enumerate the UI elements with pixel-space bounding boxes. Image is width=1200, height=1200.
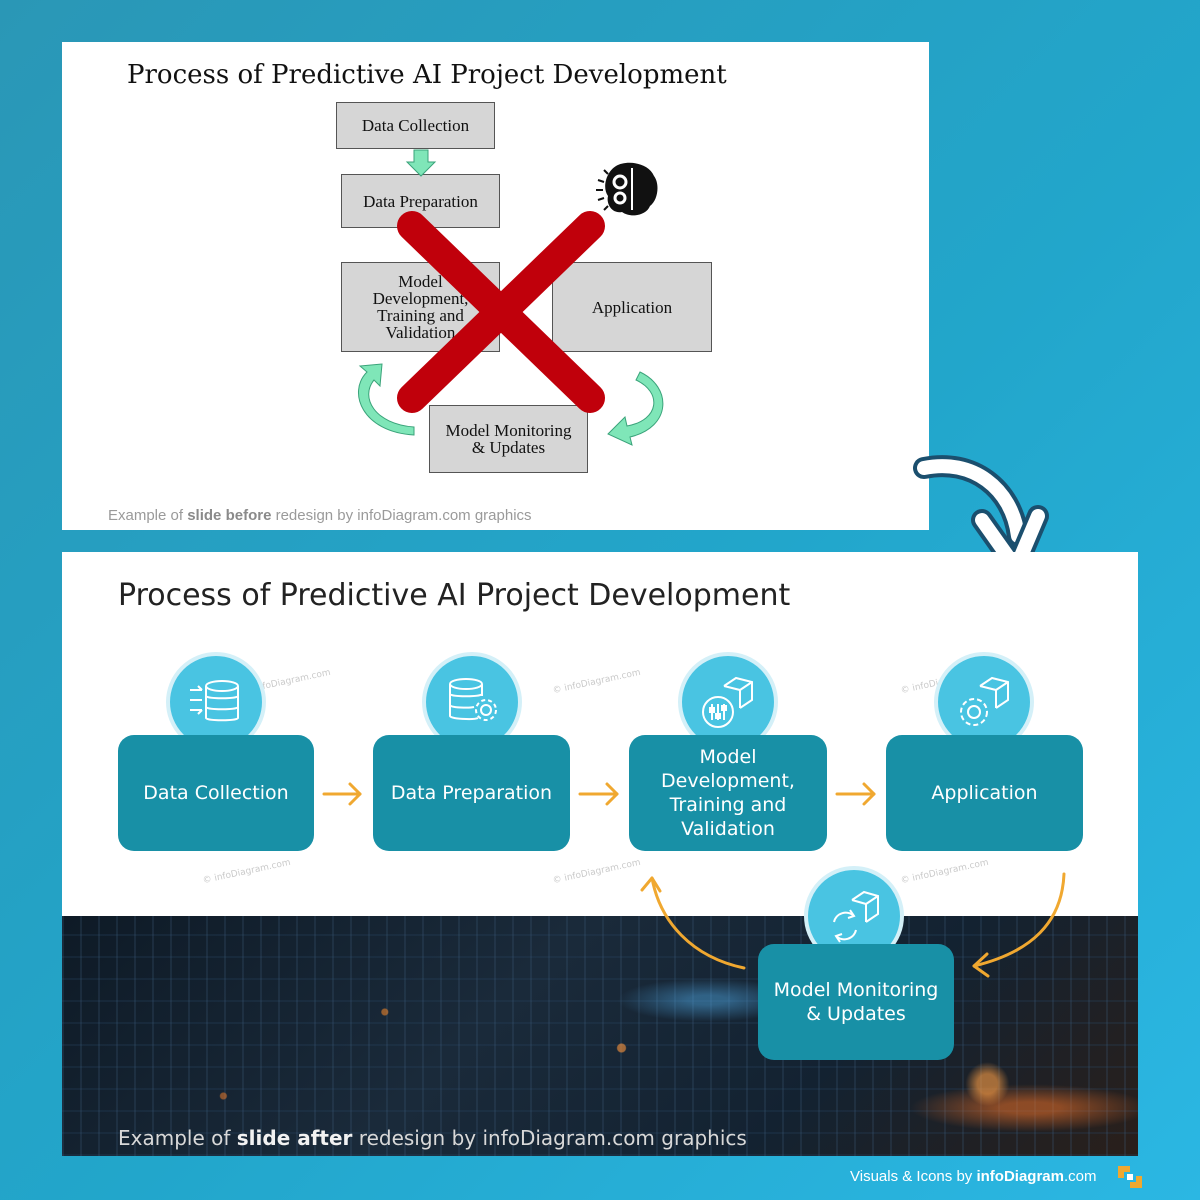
- before-caption-prefix: Example of: [108, 507, 188, 524]
- database-gear-icon: [449, 678, 497, 721]
- before-box-model: Model Development, Training and Validati…: [341, 262, 500, 352]
- cube-gear-icon: [960, 676, 1009, 726]
- footer-prefix: Visuals & Icons by: [850, 1168, 977, 1185]
- curved-arrow-left-icon: [358, 363, 415, 436]
- monitoring-line2: & Updates: [806, 1003, 906, 1025]
- after-slide: Process of Predictive AI Project Develop…: [62, 552, 1138, 1156]
- footer-credit: Visuals & Icons by infoDiagram.com: [850, 1168, 1096, 1185]
- red-cross-icon: [397, 211, 605, 413]
- curved-arrow-up-icon: [640, 876, 746, 970]
- footer-suffix: .com: [1063, 1168, 1097, 1185]
- cube-sliders-icon: [702, 676, 753, 728]
- before-monitoring-line1: Model Monitoring: [445, 421, 572, 440]
- before-model-line1: Model: [398, 272, 443, 291]
- before-arrows: [358, 149, 664, 446]
- before-caption: Example of slide before redesign by info…: [108, 507, 532, 524]
- before-model-line3: Training and: [377, 306, 464, 325]
- down-arrow-icon: [405, 149, 437, 177]
- circuit-board-photo: [62, 916, 1138, 1156]
- brain-gears-icon: [596, 162, 658, 216]
- step-application: Application: [886, 735, 1083, 851]
- curved-arrow-down-icon: [972, 872, 1066, 978]
- before-slide: Process of Predictive AI Project Develop…: [62, 42, 929, 530]
- after-caption-prefix: Example of: [118, 1126, 237, 1150]
- footer-brand: infoDiagram: [976, 1168, 1064, 1185]
- before-caption-bold: slide before: [187, 507, 272, 524]
- monitoring-line1: Model Monitoring: [773, 979, 939, 1001]
- step-data-preparation: Data Preparation: [373, 735, 570, 851]
- after-arrows: [322, 782, 1066, 978]
- curved-arrow-right-icon: [607, 371, 664, 446]
- cube-refresh-icon: [833, 890, 879, 943]
- before-model-line2: Development,: [372, 289, 469, 308]
- before-box-application: Application: [552, 262, 712, 352]
- after-caption: Example of slide after redesign by infoD…: [118, 1126, 747, 1150]
- database-icon: [190, 680, 239, 722]
- before-box-monitoring: Model Monitoring & Updates: [429, 405, 588, 473]
- after-title: Process of Predictive AI Project Develop…: [118, 578, 791, 613]
- arrow-right-icon: [578, 782, 619, 806]
- before-monitoring-line2: & Updates: [471, 438, 546, 457]
- step-model-monitoring: Model Monitoring & Updates: [758, 944, 954, 1060]
- before-model-line4: Validation: [385, 323, 456, 342]
- step-data-collection: Data Collection: [118, 735, 314, 851]
- after-caption-bold: slide after: [236, 1126, 353, 1150]
- before-title: Process of Predictive AI Project Develop…: [127, 60, 727, 90]
- arrow-right-icon: [322, 782, 362, 806]
- infodiagram-logo-icon: [1118, 1166, 1142, 1188]
- after-caption-suffix: redesign by infoDiagram.com graphics: [352, 1126, 747, 1150]
- step-model-development: Model Development, Training and Validati…: [629, 735, 827, 851]
- arrow-right-icon: [835, 782, 876, 806]
- before-box-data-collection: Data Collection: [336, 102, 495, 149]
- before-caption-suffix: redesign by infoDiagram.com graphics: [271, 507, 532, 524]
